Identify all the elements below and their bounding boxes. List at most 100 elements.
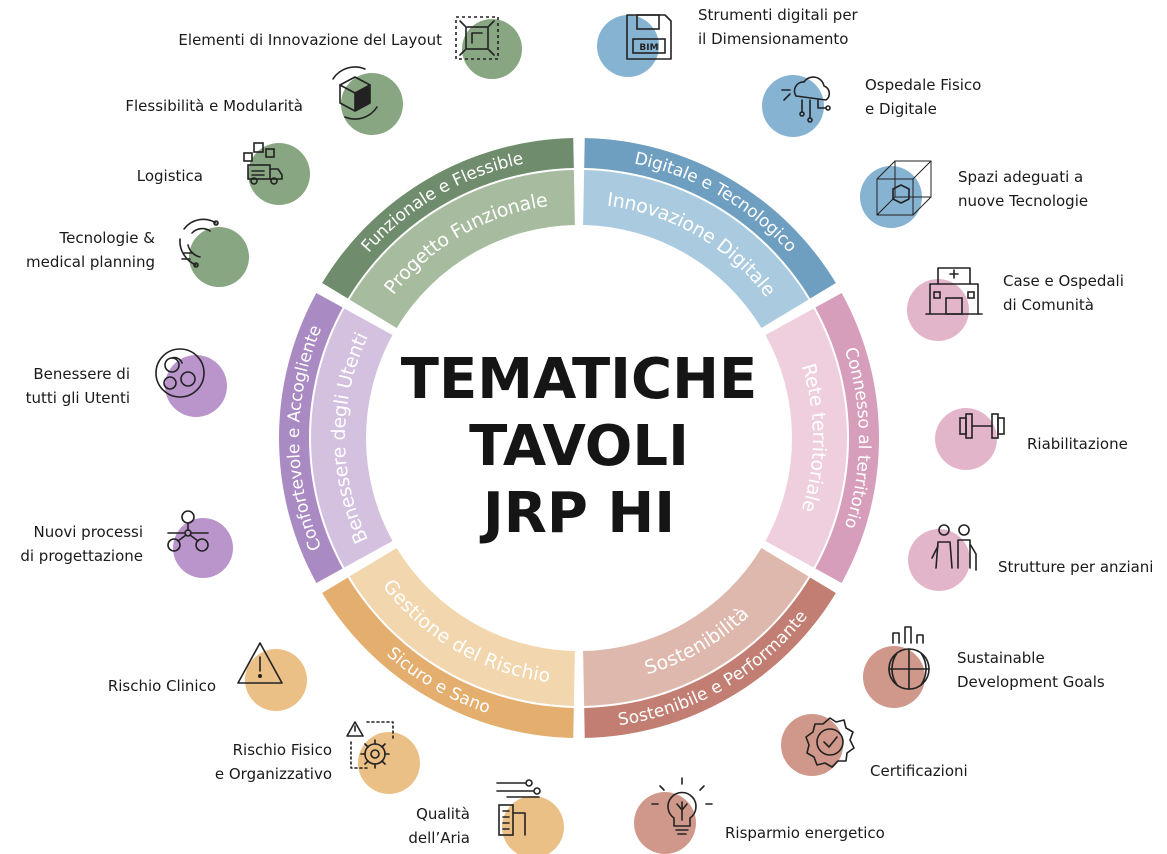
topic-item: Rischio Clinico [108, 642, 307, 711]
topic-label-line: Certificazioni [870, 762, 968, 780]
topic-item: Strutture per anziani [908, 524, 1153, 591]
topic-item: BIM Strumenti digitali per il Dimensioname… [597, 6, 859, 77]
topic-dot [189, 227, 249, 287]
light-bulb-icon [651, 777, 713, 835]
topic-label-line: di progettazione [20, 547, 143, 565]
topic-label-line: e Organizzativo [215, 765, 332, 783]
topic-label: Rischio Clinico [108, 677, 216, 695]
topic-label-line: Development Goals [957, 673, 1105, 691]
topic-dot [341, 73, 403, 135]
topic-dot [860, 166, 922, 228]
topic-label: Spazi adeguati a nuove Tecnologie [958, 168, 1088, 210]
topic-label-line: Elementi di Innovazione del Layout [178, 31, 442, 49]
center-title: TEMATICHE TAVOLI JRP HI [401, 347, 757, 546]
topic-label-line: Strumenti digitali per [698, 6, 859, 24]
topic-label: Certificazioni [870, 762, 968, 780]
warning-triangle-icon [237, 642, 283, 684]
topic-label: Strutture per anziani [998, 558, 1153, 576]
topic-dot [935, 408, 997, 470]
topic-item: Riabilitazione [935, 408, 1128, 470]
center-title-line-3: JRP HI [479, 481, 675, 546]
topic-item: Risparmio energetico [634, 777, 885, 854]
topic-label-line: medical planning [26, 253, 155, 271]
topic-item: Certificazioni [781, 714, 968, 780]
process-network-icon [167, 510, 209, 552]
topic-label: Logistica [137, 167, 203, 185]
ring-outer-segment-4 [322, 577, 574, 738]
topic-label-line: Strutture per anziani [998, 558, 1153, 576]
ring-inner-segment-5 [311, 308, 393, 568]
topic-dot [165, 355, 227, 417]
topic-label: Elementi di Innovazione del Layout [178, 31, 442, 49]
topic-dot [502, 796, 564, 854]
topic-item: Tecnologie & medical planning [26, 218, 249, 287]
topic-label-line: di Comunità [1003, 296, 1094, 314]
topic-label-line: Tecnologie & [58, 229, 155, 247]
center-title-line-2: TAVOLI [469, 414, 689, 479]
ring-inner-segment-2 [765, 308, 848, 568]
topic-label-line: dell’Aria [408, 829, 470, 847]
bim-disk-icon: BIM [626, 14, 672, 60]
cloud-network-icon [781, 76, 831, 123]
elderly-couple-icon [931, 524, 977, 571]
certificate-badge-icon [805, 717, 855, 768]
hospital-building-icon [925, 267, 983, 315]
modular-cube-icon [332, 66, 378, 120]
topic-dot [248, 143, 310, 205]
topic-label-line: Nuovi processi [33, 523, 143, 541]
topic-label: Tecnologie & medical planning [26, 229, 155, 271]
people-wellbeing-icon [155, 348, 205, 398]
topic-item: Elementi di Innovazione del Layout [178, 16, 522, 79]
ring-outer-segment-0 [322, 138, 574, 299]
topic-item: Case e Ospedali di Comunità [907, 267, 1124, 341]
topic-dot [597, 15, 659, 77]
topic-label: Case e Ospedali di Comunità [1003, 272, 1124, 314]
ring-inner-segment-1 [583, 170, 809, 328]
topic-label-line: nuove Tecnologie [958, 192, 1088, 210]
center-title-line-1: TEMATICHE [401, 347, 757, 412]
layout-frame-icon [455, 16, 499, 60]
dumbbell-icon [959, 413, 1005, 439]
ring-outer-segment-5 [279, 293, 343, 583]
topic-label: Strumenti digitali per il Dimensionamento [698, 6, 859, 48]
topic-label-line: Benessere di [33, 365, 130, 383]
topic-label: Ospedale Fisico e Digitale [865, 76, 981, 118]
topic-label-line: Sustainable [957, 649, 1045, 667]
topic-item: Ospedale Fisico e Digitale [762, 75, 981, 137]
topic-label-line: tutti gli Utenti [26, 389, 130, 407]
ring-outer-segment-3 [584, 577, 836, 738]
tech-circuit-icon [179, 218, 219, 268]
topic-item: Flessibilità e Modularità [125, 66, 403, 135]
delivery-truck-icon [243, 142, 283, 185]
ring-outer-segment-2 [815, 293, 879, 583]
topic-label-line: Case e Ospedali [1003, 272, 1124, 290]
topic-label-line: il Dimensionamento [698, 30, 848, 48]
topic-label-line: e Digitale [865, 100, 937, 118]
topic-dot [462, 19, 522, 79]
topic-item: Spazi adeguati a nuove Tecnologie [860, 160, 1088, 228]
topic-label-line: Ospedale Fisico [865, 76, 981, 94]
ring-inner-segment-4 [349, 548, 575, 706]
gear-warning-icon [346, 721, 394, 769]
topic-label-line: Logistica [137, 167, 203, 185]
topic-label-line: Rischio Clinico [108, 677, 216, 695]
topic-label-line: Risparmio energetico [725, 824, 885, 842]
topics-layer: Elementi di Innovazione del LayoutFlessi… [20, 6, 1153, 854]
ring-inner-segment-3 [583, 548, 809, 706]
topic-label-line: Riabilitazione [1027, 435, 1128, 453]
air-quality-icon [496, 779, 541, 836]
topic-dot [634, 792, 696, 854]
topic-dot [907, 279, 969, 341]
topic-dot [173, 518, 233, 578]
topic-label: Nuovi processi di progettazione [20, 523, 143, 565]
topic-dot [358, 732, 420, 794]
ring-outer-segment-1 [584, 138, 836, 299]
topic-label-line: Spazi adeguati a [958, 168, 1083, 186]
topic-label: Riabilitazione [1027, 435, 1128, 453]
